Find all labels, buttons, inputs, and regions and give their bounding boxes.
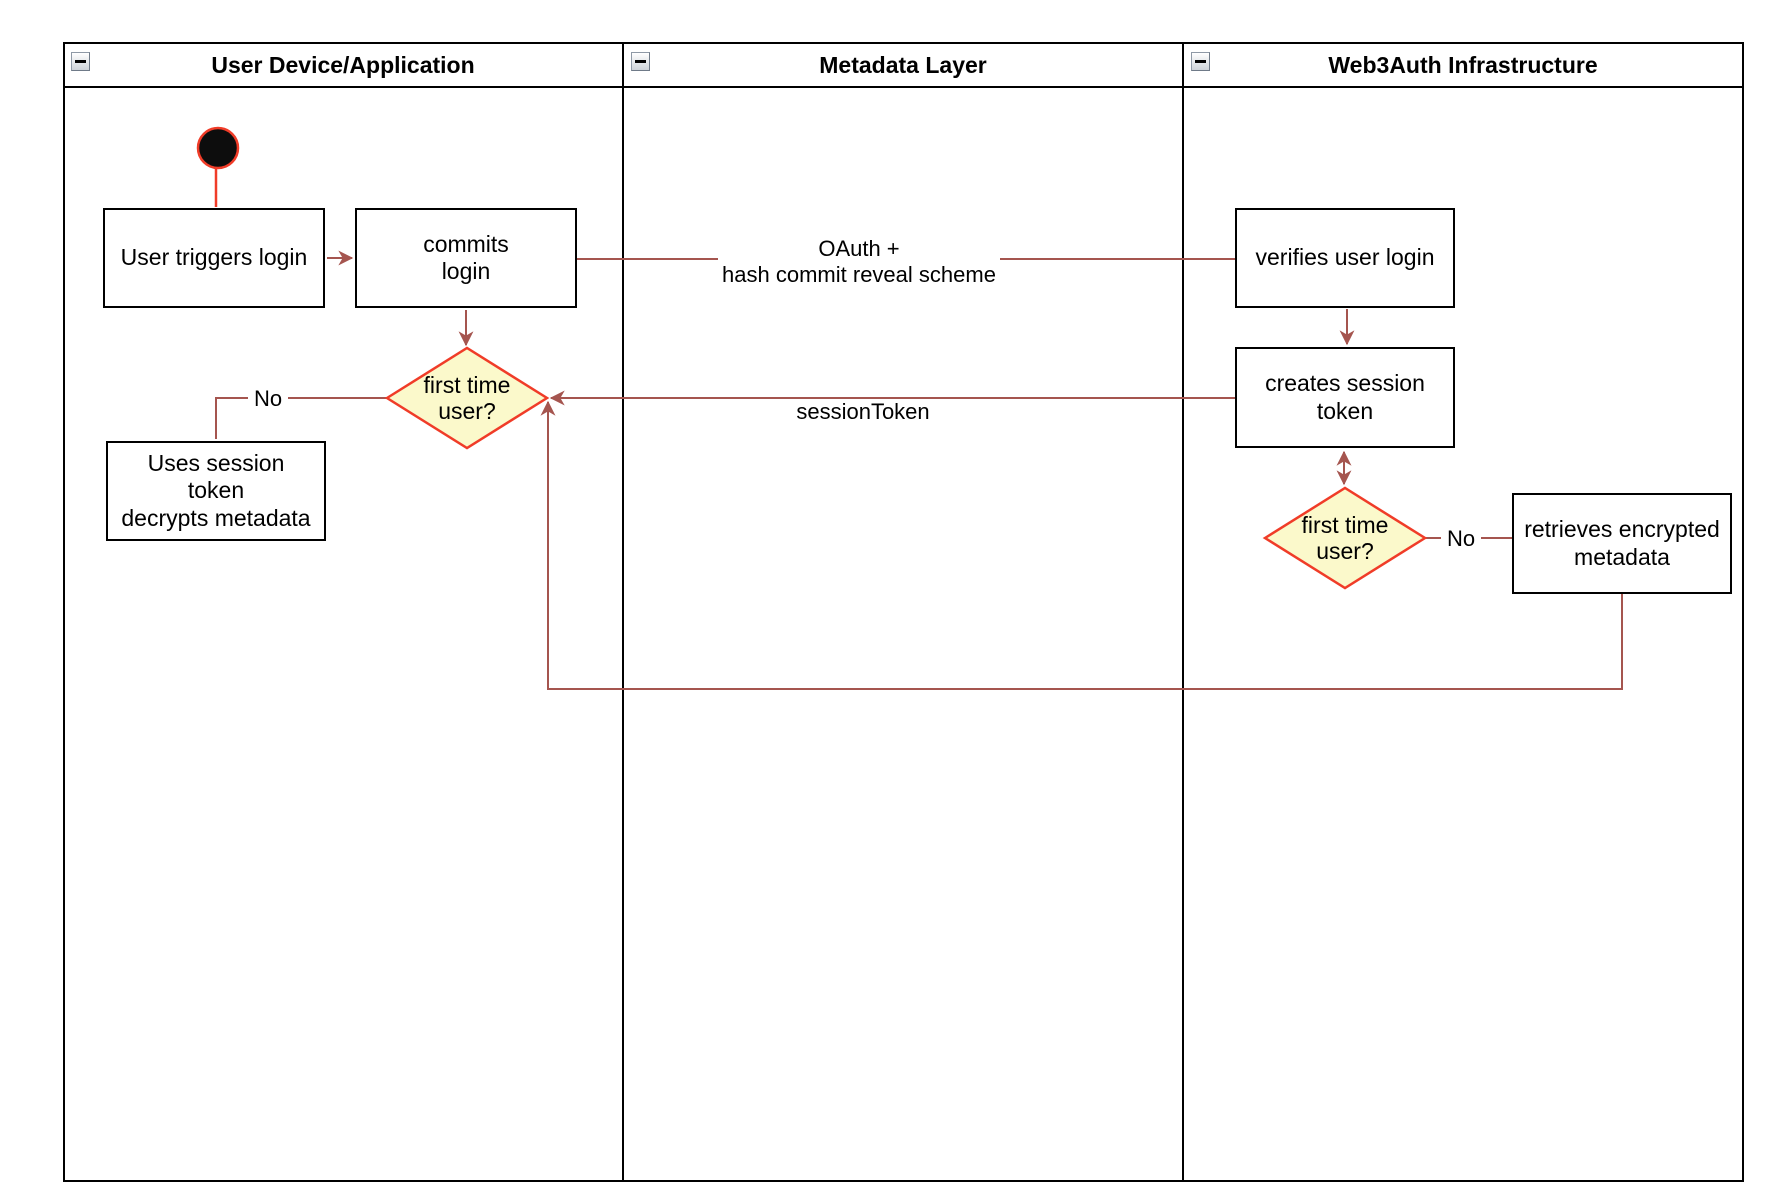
edge-no-to-uses-session	[215, 397, 387, 439]
decision-label-line: first time	[1301, 512, 1389, 538]
pool-frame	[63, 42, 1744, 1182]
decision-label-right: first time user?	[1265, 512, 1425, 565]
node-label-line: User triggers login	[120, 244, 308, 271]
start-node[interactable]	[196, 126, 240, 170]
lane-divider-1	[622, 42, 624, 1182]
edge-label-no-right: No	[1441, 526, 1481, 553]
node-label-line: retrieves encrypted	[1524, 516, 1720, 543]
decision-label-line: user?	[1316, 538, 1374, 565]
collapse-icon[interactable]	[71, 52, 90, 71]
collapse-icon[interactable]	[1191, 52, 1210, 71]
lane-header-user-device[interactable]: User Device/Application	[211, 51, 475, 78]
action-retrieves-encrypted-metadata[interactable]: retrieves encrypted metadata	[1512, 493, 1732, 594]
action-uses-session-token[interactable]: Uses session token decrypts metadata	[106, 441, 326, 541]
lane-header-web3auth[interactable]: Web3Auth Infrastructure	[1328, 51, 1598, 78]
node-label-line: token	[187, 477, 245, 504]
node-label-line: creates session	[1265, 370, 1425, 397]
action-creates-session-token[interactable]: creates session token	[1235, 347, 1455, 448]
node-label-line: decrypts metadata	[121, 504, 311, 531]
minus-icon	[635, 60, 646, 63]
edge-label-session-token: sessionToken	[795, 399, 931, 426]
lane-header-metadata-layer[interactable]: Metadata Layer	[819, 51, 987, 78]
decision-first-time-user-right[interactable]	[1262, 486, 1428, 590]
minus-icon	[75, 60, 86, 63]
decision-label-line: user?	[438, 398, 496, 425]
edge-label-line: hash commit reveal scheme	[722, 262, 996, 288]
node-label-line: metadata	[1574, 543, 1670, 570]
node-label-line: verifies user login	[1255, 244, 1435, 271]
lane-divider-2	[1182, 42, 1184, 1182]
decision-first-time-user-left[interactable]	[384, 346, 550, 450]
node-label-line: commits	[423, 230, 509, 257]
collapse-icon[interactable]	[631, 52, 650, 71]
edge-feedback-loop	[540, 400, 1623, 690]
action-commits-login[interactable]: commits login	[355, 208, 577, 308]
decision-label-left: first time user?	[387, 372, 547, 425]
edge-label-line: OAuth +	[818, 236, 900, 261]
minus-icon	[1195, 60, 1206, 63]
decision-label-line: first time	[423, 372, 511, 398]
edge-label-oauth: OAuth + hash commit reveal scheme	[718, 236, 1000, 289]
action-verifies-user-login[interactable]: verifies user login	[1235, 208, 1455, 308]
lane-header-separator	[63, 86, 1744, 88]
node-label-line: Uses session	[147, 450, 285, 477]
edge-label-no-left: No	[248, 386, 288, 413]
node-label-line: token	[1316, 397, 1374, 424]
action-user-triggers-login[interactable]: User triggers login	[103, 208, 325, 308]
node-label-line: login	[441, 258, 491, 284]
